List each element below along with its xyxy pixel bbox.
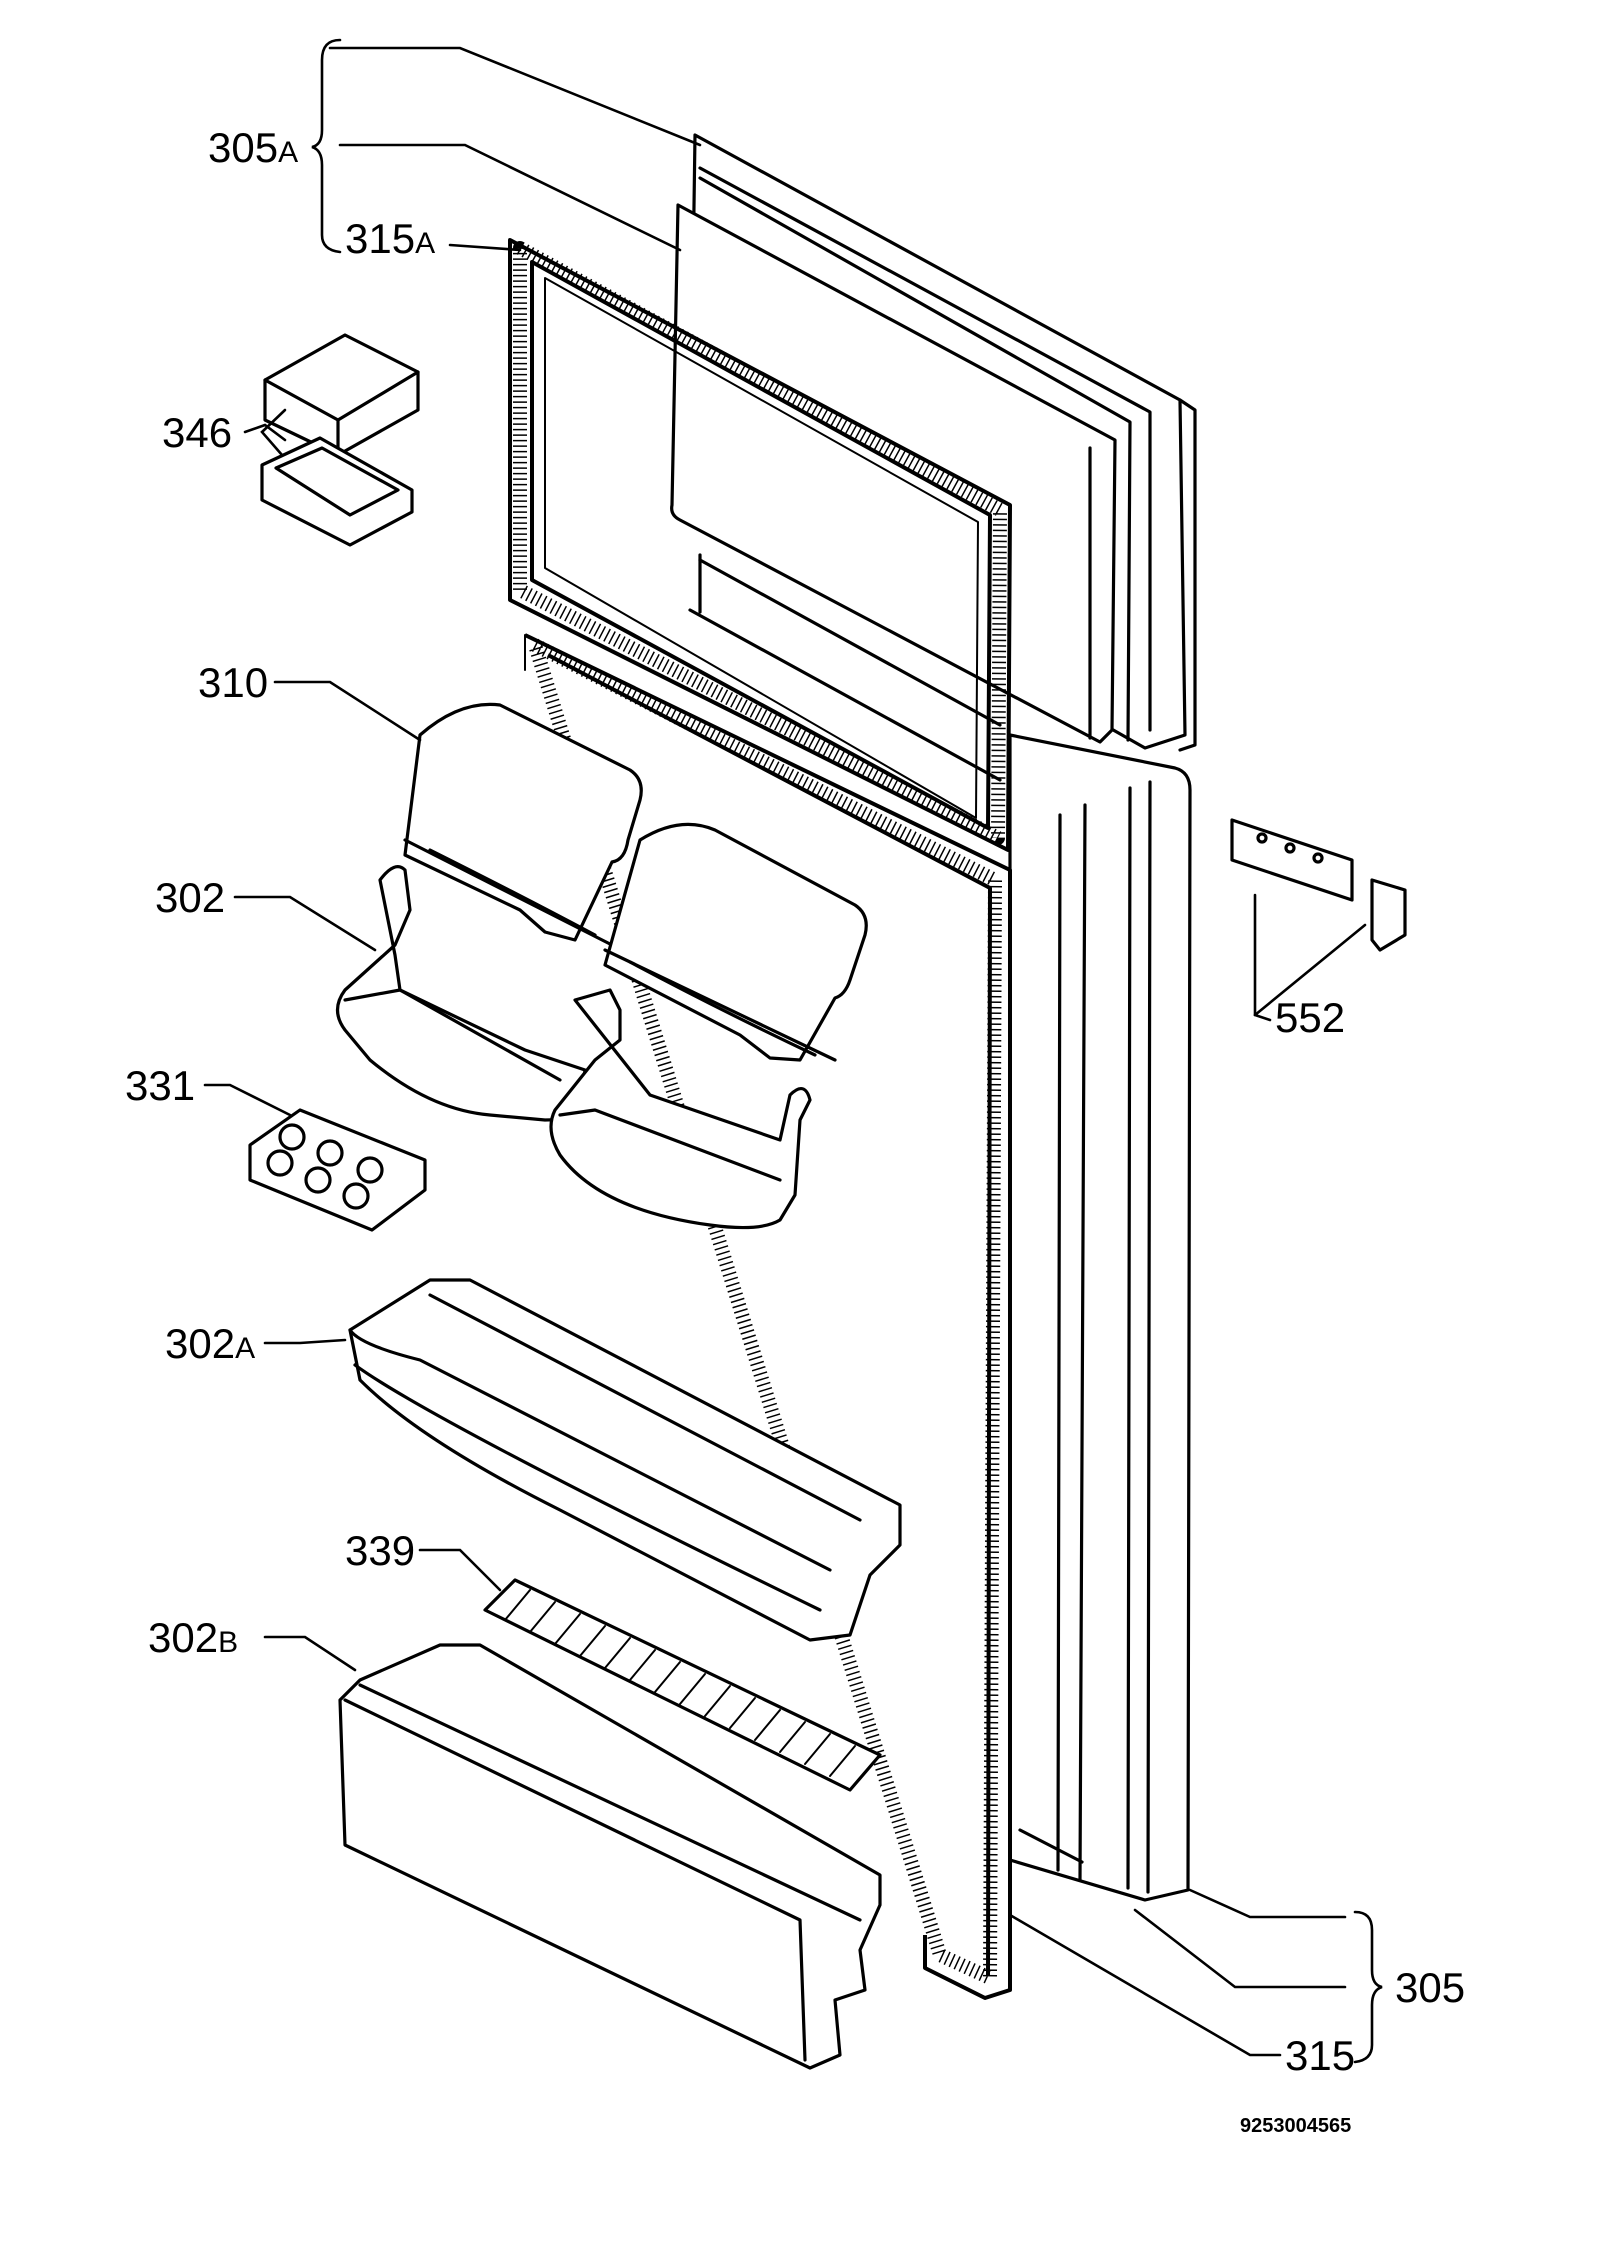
label-302b: 302B bbox=[148, 1614, 238, 1661]
fridge-door-outer-panel bbox=[1008, 733, 1192, 1902]
bottle-separator bbox=[483, 1578, 882, 1792]
freezer-door-gasket bbox=[508, 238, 1012, 852]
hinge-brackets bbox=[1230, 818, 1407, 952]
label-346: 346 bbox=[162, 409, 232, 456]
ice-box bbox=[263, 333, 420, 457]
door-shelf-large bbox=[348, 1278, 902, 1642]
brace-305a bbox=[311, 38, 342, 254]
label-302: 302 bbox=[155, 874, 225, 921]
bottle-shelf bbox=[338, 1643, 882, 2070]
label-552: 552 bbox=[1275, 994, 1345, 1041]
label-310: 310 bbox=[198, 659, 268, 706]
label-339: 339 bbox=[345, 1527, 415, 1574]
label-315a: 315A bbox=[345, 215, 435, 262]
drawing-code: 9253004565 bbox=[1240, 2115, 1351, 2137]
label-305a: 305A bbox=[208, 124, 298, 171]
butter-compartment-left bbox=[403, 702, 643, 947]
label-315: 315 bbox=[1285, 2032, 1355, 2079]
door-shelf-small-right bbox=[549, 988, 812, 1230]
butter-compartment-right bbox=[603, 822, 868, 1062]
fridge-door-gasket bbox=[524, 633, 1012, 2000]
label-302a: 302A bbox=[165, 1320, 255, 1367]
label-305: 305 bbox=[1395, 1964, 1465, 2011]
leader-lines bbox=[203, 46, 1367, 2057]
egg-tray bbox=[248, 1108, 427, 1232]
ice-tray bbox=[260, 436, 414, 547]
label-331: 331 bbox=[125, 1062, 195, 1109]
brace-305 bbox=[1353, 1910, 1383, 2064]
